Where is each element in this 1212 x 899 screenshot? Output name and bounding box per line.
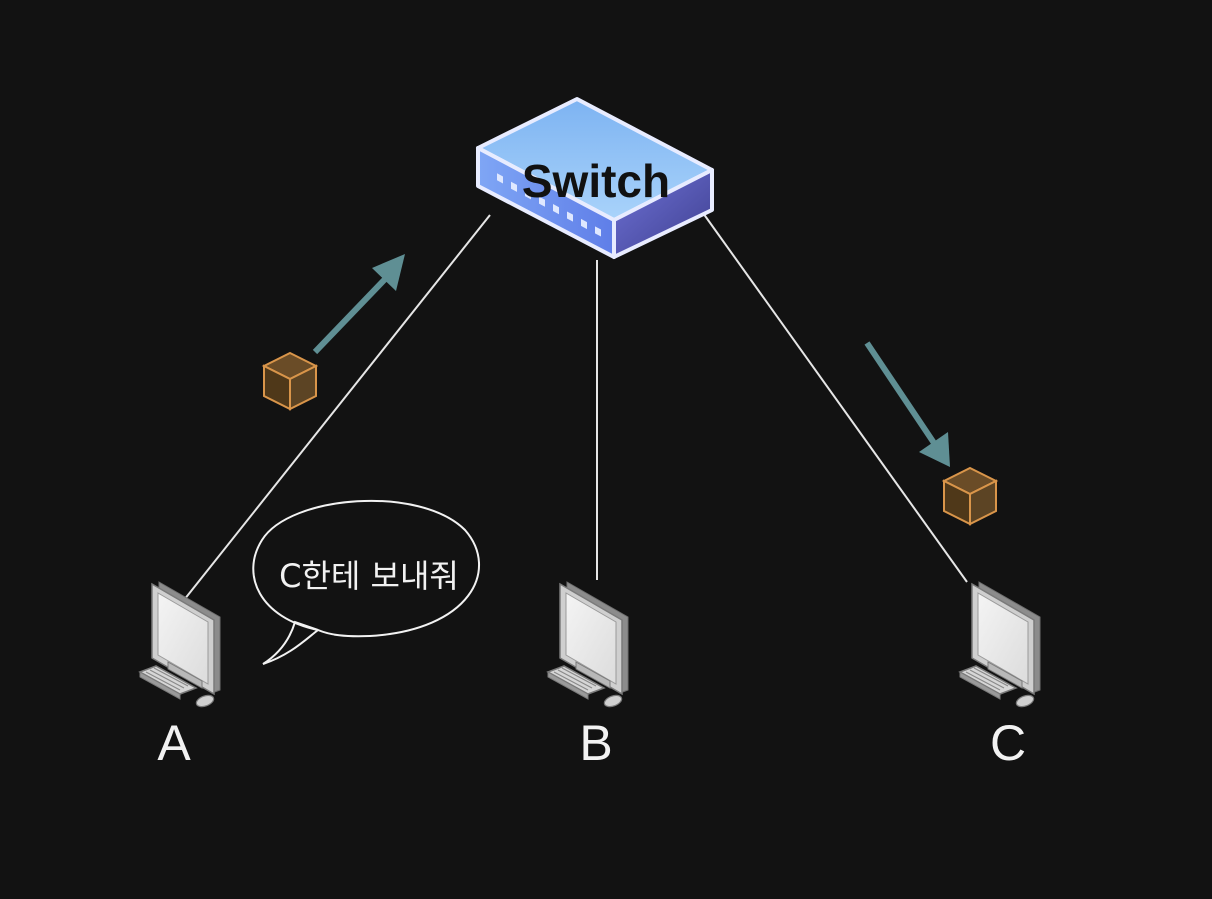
- computer-icon: [139, 581, 221, 710]
- host-label-b: B: [579, 715, 612, 771]
- host-label-c: C: [990, 715, 1026, 771]
- speech-bubble-text: C한테 보내줘: [279, 557, 459, 595]
- packet-icon: [263, 352, 317, 410]
- host-a: A: [139, 581, 221, 771]
- host-label-a: A: [157, 715, 191, 771]
- link-c-switch: [702, 212, 968, 583]
- switch-icon: [476, 97, 714, 259]
- downstream-arrow: [864, 341, 950, 467]
- upstream-arrow: [312, 254, 405, 355]
- link-a-switch: [183, 214, 491, 601]
- switch-label: Switch: [522, 155, 670, 207]
- links: [183, 212, 968, 601]
- computer-icon: [547, 581, 629, 710]
- computer-icon: [959, 581, 1041, 710]
- switch-node: Switch: [476, 97, 714, 259]
- packet-icon: [943, 467, 997, 525]
- speech-bubble: C한테 보내줘: [252, 499, 481, 665]
- arrow-head-icon: [372, 254, 405, 291]
- host-c: C: [959, 581, 1041, 771]
- arrow-head-icon: [919, 432, 950, 467]
- host-b: B: [547, 581, 629, 771]
